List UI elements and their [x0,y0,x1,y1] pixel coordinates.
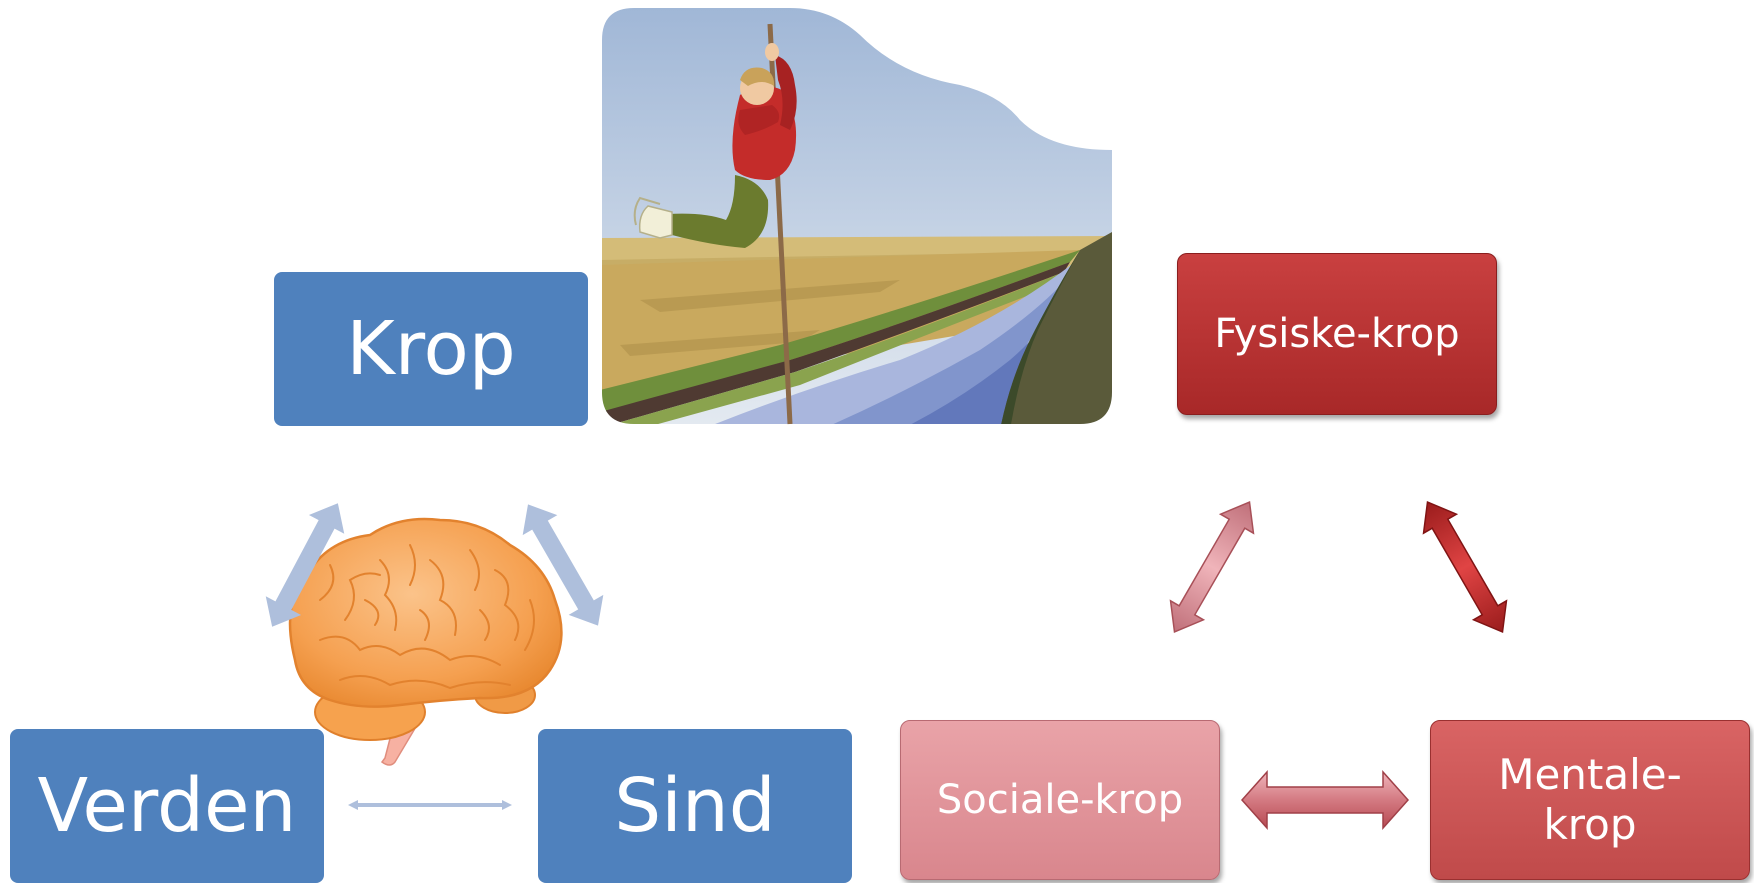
mentale-krop-label-line2: krop [1543,800,1637,849]
double-arrow-icon [348,800,512,810]
field [602,250,1080,395]
sind-label: Sind [614,763,776,849]
krop-box: Krop [274,272,588,426]
double-arrow-icon [1169,500,1255,634]
double-arrow-icon [265,503,345,627]
mentale-krop-label-line1: Mentale- [1498,749,1682,799]
fysiske-krop-label: Fysiske-krop [1214,311,1460,357]
sind-box: Sind [538,729,852,883]
sociale-krop-box: Sociale-krop [900,720,1220,880]
fysiske-krop-box: Fysiske-krop [1177,253,1497,415]
vaulter-legs [668,175,769,248]
sociale-krop-label: Sociale-krop [936,777,1184,823]
brain-cerebrum [288,517,563,708]
double-arrow-icon [1422,500,1508,634]
krop-label: Krop [346,306,516,392]
far-bank [1000,232,1112,424]
double-arrow-icon [522,504,604,626]
double-arrow-icon [1240,770,1410,830]
verden-box: Verden [10,729,324,883]
grass-bank [602,250,1080,415]
verden-label: Verden [37,763,297,849]
mentale-krop-box: Mentale- krop [1430,720,1750,880]
